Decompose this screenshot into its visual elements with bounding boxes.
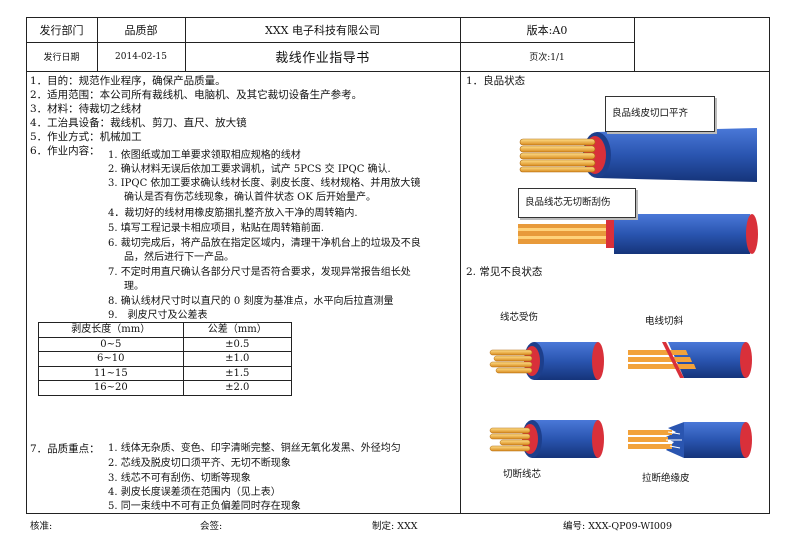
bad-wire-oblique-cut xyxy=(628,342,752,378)
step-8: 8. 确认线材尺寸时以直尺的 0 刻度为基准点，水平向后拉直测量 xyxy=(108,296,394,307)
table-header-tolerance: 公差（mm） xyxy=(182,322,293,338)
item-content-label: 6．作业内容： xyxy=(30,145,100,157)
item-material: 3．材料：待裁切之线材 xyxy=(30,103,142,115)
table-cell: ±0.5 xyxy=(182,336,293,352)
good-callout-cut-flat: 良品线皮切口平齐 xyxy=(605,96,715,132)
footer-approval: 核准: xyxy=(30,521,53,532)
doc-title: 裁线作业指导书 xyxy=(275,51,370,66)
good-wire-illustration-1 xyxy=(519,128,757,182)
table-cell: ±1.5 xyxy=(182,365,293,381)
step-3: 3. IPQC 依加工要求确认线材长度、剥皮长度、线材规格、并用放大镜 xyxy=(108,178,421,189)
step-7: 7. 不定时用直尺确认各部分尺寸是否符合要求，发现异常报告组长处 xyxy=(108,267,411,278)
step-6-cont: 品，然后进行下一产品。 xyxy=(124,252,234,263)
table-cell: ±2.0 xyxy=(182,380,293,396)
header-col-divider-4 xyxy=(634,17,635,71)
table-cell: 16~20 xyxy=(38,380,184,396)
company-name: XXX 电子科技有限公司 xyxy=(265,23,380,37)
header-col-divider-2 xyxy=(185,17,186,71)
good-wire-illustration-2 xyxy=(518,214,758,254)
quality-label: 7．品质重点： xyxy=(30,443,100,455)
table-header-strip-length: 剥皮长度（mm） xyxy=(38,322,184,338)
step-6: 6. 裁切完成后，将产品放在指定区域内，清理干净机台上的垃圾及不良 xyxy=(108,238,421,249)
dept-value: 品质部 xyxy=(124,23,158,37)
footer-countersign: 会签: xyxy=(200,521,223,532)
table-cell: 0~5 xyxy=(38,336,184,352)
step-1: 1. 依图纸或加工单要求领取相应规格的线材 xyxy=(108,150,301,161)
step-9: 9. 剥皮尺寸及公差表 xyxy=(108,310,208,321)
page-number: 页次:1/1 xyxy=(529,53,565,63)
quality-1: 1. 线体无杂质、变色、印字清晰完整、铜丝无氧化发黑、外径均匀 xyxy=(108,443,401,454)
step-5: 5. 填写工程记录卡相应项目，粘贴在周转箱前面. xyxy=(108,223,324,234)
quality-4: 4. 剥皮长度误差须在范围内（见上表） xyxy=(108,487,281,498)
item-tools: 4．工治具设备：裁线机、剪刀、直尺、放大镜 xyxy=(30,117,247,129)
footer-doc-number: 编号: XXX-QP09-WI009 xyxy=(563,521,672,532)
header-col-divider-1 xyxy=(97,17,98,71)
bad-state-title: 2. 常见不良状态 xyxy=(466,266,543,278)
footer-maker: 制定: XXX xyxy=(372,521,418,532)
table-row: 6~10 ±1.0 xyxy=(38,351,293,367)
bad-wire-core-damaged xyxy=(489,342,604,380)
bad-wire-core-cut xyxy=(489,420,604,458)
step-3-cont: 确认是否有伤芯线现象，确认首件状态 OK 后开始量产。 xyxy=(124,192,377,203)
table-row: 0~5 ±0.5 xyxy=(38,336,293,352)
header-row-divider xyxy=(26,42,634,43)
tolerance-table: 剥皮长度（mm） 公差（mm） 0~5 ±0.5 6~10 ±1.0 11~15… xyxy=(38,322,293,396)
good-state-title: 1．良品状态 xyxy=(466,75,526,87)
dept-label: 发行部门 xyxy=(39,23,84,37)
bad-label-insulation-torn: 拉断绝缘皮 xyxy=(642,473,690,484)
quality-5: 5. 同一束线中不可有正负偏差同时存在现象 xyxy=(108,501,301,512)
step-7-cont: 理。 xyxy=(124,281,144,292)
date-label: 发行日期 xyxy=(43,53,80,63)
item-purpose: 1．目的：规范作业程序，确保产品质量。 xyxy=(30,75,226,87)
table-cell: 11~15 xyxy=(38,365,184,381)
table-row: 11~15 ±1.5 xyxy=(38,365,293,381)
header-bottom-divider xyxy=(26,71,770,72)
version: 版本:A0 xyxy=(526,23,568,37)
bad-label-core-cut: 切断线芯 xyxy=(503,469,542,480)
body-col-divider xyxy=(460,17,461,514)
item-scope: 2．适用范围：本公司所有裁线机、电脑机、及其它裁切设备生产参考。 xyxy=(30,89,363,101)
step-2: 2. 确认材料无误后依加工要求调机，试产 5PCS 交 IPQC 确认. xyxy=(108,164,391,175)
quality-3: 3. 线芯不可有刮伤、切断等现象 xyxy=(108,473,251,484)
table-cell: 6~10 xyxy=(38,351,184,367)
table-header-row: 剥皮长度（mm） 公差（mm） xyxy=(38,322,293,338)
bad-label-core-damaged: 线芯受伤 xyxy=(500,312,539,323)
good-callout-core-intact: 良品线芯无切断刮伤 xyxy=(518,188,636,218)
table-row: 16~20 ±2.0 xyxy=(38,380,293,396)
document-frame xyxy=(26,17,770,514)
bad-wire-insulation-torn xyxy=(628,422,752,458)
item-method: 5．作业方式：机械加工 xyxy=(30,131,142,143)
step-4: 4．裁切好的线材用橡皮筋捆扎整齐放入干净的周转箱内. xyxy=(108,208,358,219)
date-value: 2014-02-15 xyxy=(115,51,167,62)
table-cell: ±1.0 xyxy=(182,351,293,367)
bad-label-oblique-cut: 电线切斜 xyxy=(645,316,684,327)
quality-2: 2. 芯线及脱皮切口须平齐、无切不断现象 xyxy=(108,458,291,469)
